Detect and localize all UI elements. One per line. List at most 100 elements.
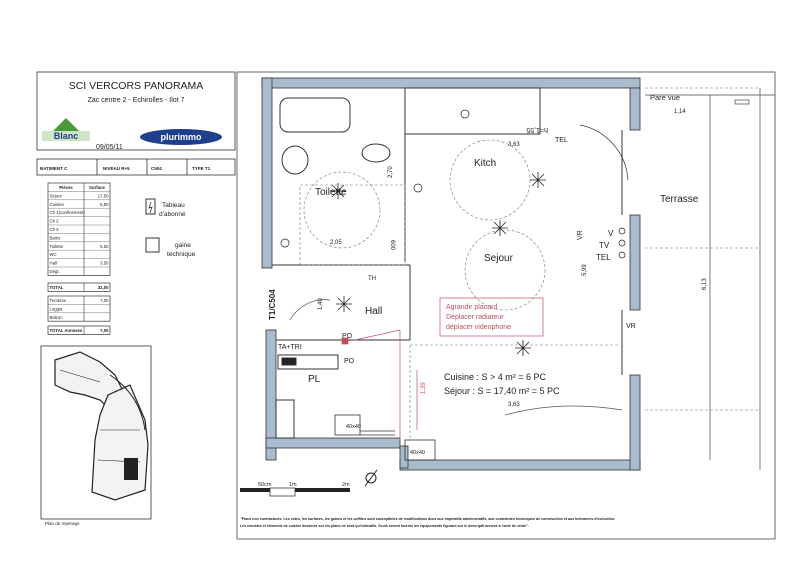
date: 09/05/11 [96,144,123,151]
type: TYPE T1 [192,166,211,171]
svg-text:Déplacer radiateur: Déplacer radiateur [446,314,504,321]
table-header: Pièces Surface [59,185,105,190]
svg-text:6,13: 6,13 [702,278,708,290]
outlet-symbols [280,109,626,259]
info-row: BATIMENT C NIVEAU R+5 C504 TYPE T1 [36,158,236,176]
svg-text:PO: PO [342,333,353,340]
room-sejour: Sejour [484,253,514,264]
unit-label: T1/C504 [268,289,277,320]
svg-text:5,50: 5,50 [100,202,109,207]
svg-text:TEL: TEL [555,137,568,144]
svg-text:Loggia: Loggia [50,306,64,311]
room-terrasse: Terrasse [660,194,699,205]
total-value: 32,00 [98,285,109,290]
svg-text:Dégt.: Dégt. [50,269,60,274]
svg-text:VR: VR [577,230,584,240]
svg-text:TH: TH [368,276,376,282]
svg-text:3,63: 3,63 [508,402,520,408]
box-40-right: 40x40 [410,450,425,456]
outlet-labels: TEL V TV TEL VR VR PO PO TH TA+TRI [278,137,636,365]
svg-text:TA+TRI: TA+TRI [278,344,302,351]
gaine-icon [145,237,160,253]
compass-icon [364,469,378,487]
svg-text:d'abonné: d'abonné [159,211,186,218]
room-hall: Hall [365,306,382,317]
svg-text:1,39: 1,39 [421,382,427,394]
svg-text:Toilette: Toilette [50,244,64,249]
blanc-logo: Blanc [42,118,90,141]
annex-total-value: 7,00 [100,328,109,333]
svg-text:WC: WC [50,252,57,257]
svg-text:Ch 2: Ch 2 [50,219,60,224]
plan-frame [236,71,776,540]
room-pl: PL [308,374,321,385]
tableau-icon [145,198,156,215]
svg-text:1,14: 1,14 [674,109,686,115]
table-row: Ch 2 [50,219,60,224]
svg-text:Cuisine: Cuisine [50,202,65,207]
svg-text:Blanc: Blanc [54,131,79,141]
svg-text:Ch 1(confinement): Ch 1(confinement) [50,210,86,215]
table-row: Toilette 5,50 [50,244,110,249]
svg-text:7,00: 7,00 [100,298,109,303]
footnote-1: "Plans non contractuels: Les côtes, les … [240,517,615,521]
annex-total-label: TOTAL Annexes [50,328,83,333]
dimensions: 1,14 3,63 3,63 2,05 2,70 600 5,99 6,13 1… [318,109,708,408]
project-subtitle: Zac centre 2 - Echirolles - Ilot 7 [88,97,185,104]
svg-text:Surface: Surface [89,185,105,190]
project-title: SCI VERCORS PANORAMA [69,80,204,92]
svg-text:VR: VR [626,323,636,330]
svg-text:PO: PO [344,358,355,365]
scale-bar: 50cm 1m 2m [240,482,350,497]
svg-text:technique: technique [167,251,196,258]
svg-text:50cm: 50cm [258,482,272,488]
site-plan: Plan de repérage [40,345,152,526]
interior-walls [272,87,623,439]
site-plan-caption: Plan de repérage [45,521,80,526]
table-row: Bains [50,235,61,240]
cuisine-surface-note: Cuisine : S > 4 m² = 6 PC [444,372,547,382]
ceiling-lights [330,172,546,356]
svg-text:V: V [608,229,614,238]
plurimmo-logo: plurimmo [140,129,222,145]
svg-text:3,63: 3,63 [508,142,520,148]
room-kitch: Kitch [474,158,496,169]
svg-text:5,99: 5,99 [582,264,588,276]
svg-text:1,40: 1,40 [318,298,324,310]
svg-text:TEL: TEL [596,253,611,262]
svg-text:600: 600 [389,240,395,251]
svg-text:Balcon: Balcon [50,315,64,320]
svg-text:Ch 3: Ch 3 [50,227,60,232]
svg-text:TV: TV [599,241,610,250]
table-row: WC [50,252,57,257]
red-annotations [341,297,544,440]
svg-text:1m: 1m [289,482,297,488]
walls [261,77,641,471]
svg-text:2m: 2m [342,482,350,488]
table-row: Cuisine 5,50 [50,202,110,207]
table-row: Loggia [50,306,64,311]
svg-text:gaine: gaine [175,242,191,249]
terrasse-lines [289,88,775,470]
level: NIVEAU R+5 [103,166,130,171]
svg-text:Séjour: Séjour [50,193,63,198]
svg-text:h=1,55: h=1,55 [526,126,548,133]
sejour-surface-note: Séjour : S = 17,40 m² = 5 PC [444,386,560,396]
svg-text:Bains: Bains [50,235,61,240]
modification-note: Agrandir placard Déplacer radiateur dépl… [446,304,511,331]
pare-vue-label: Pare vue [650,93,680,102]
door-symbols [334,414,436,461]
legend-gaine: gaine technique [145,237,196,258]
box-40-left: 40x40 [346,424,361,430]
svg-text:Pièces: Pièces [59,185,73,190]
svg-text:déplacer videophone: déplacer videophone [446,324,511,331]
table-row: Balcon [50,315,64,320]
svg-text:Tableau: Tableau [162,202,185,209]
svg-text:2,70: 2,70 [388,166,394,178]
svg-text:5,50: 5,50 [100,244,109,249]
